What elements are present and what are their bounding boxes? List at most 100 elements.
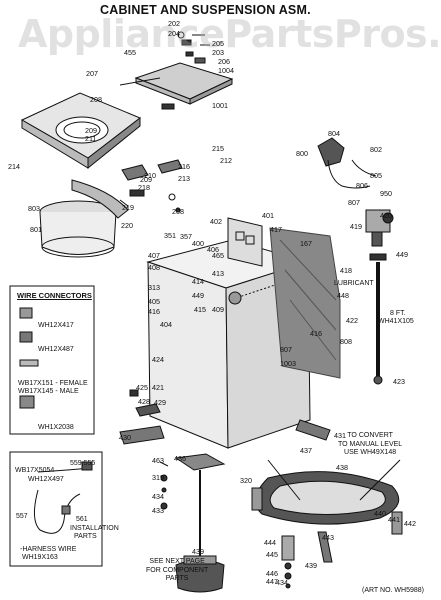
- callout-800: 800: [296, 149, 308, 158]
- callout-441: 441: [388, 515, 400, 524]
- lid-drawing: [119, 62, 234, 105]
- harness-wire-label: -HARNESS WIRE: [20, 546, 77, 553]
- callout-440: 440: [374, 509, 386, 518]
- callout-430: 430: [119, 433, 131, 442]
- bracket-parts: [119, 159, 183, 213]
- callout-423: 423: [393, 377, 405, 386]
- callout-448: 448: [337, 291, 349, 300]
- callout-206: 206: [218, 57, 230, 66]
- callout-216: 216: [178, 162, 190, 171]
- hinge-parts: [161, 31, 210, 110]
- callout-417: 417: [270, 225, 282, 234]
- callout-211: 211: [85, 134, 97, 143]
- callout-415: 415: [194, 305, 206, 314]
- callout-802: 802: [370, 145, 382, 154]
- callout-401: 401: [262, 211, 274, 220]
- hose-length-note: 8 FT.: [390, 310, 406, 317]
- harness-drawing: [34, 461, 93, 534]
- callout-414: 414: [192, 277, 204, 286]
- valve-assembly-drawing: [317, 137, 394, 247]
- drain-hose-drawing: [369, 253, 387, 385]
- see-next-page-note: SEE NEXT PAGE FOR COMPONENT PARTS: [146, 558, 208, 584]
- callout-420: 420: [380, 211, 392, 220]
- callout-421: 421: [152, 383, 164, 392]
- callout-213: 213: [178, 174, 190, 183]
- callout-1003: 1003: [280, 359, 296, 368]
- callout-313: 313: [148, 283, 160, 292]
- harness-part-5: 561: [76, 516, 88, 523]
- wire-connector-icons: [19, 307, 39, 409]
- callout-442: 442: [404, 519, 416, 528]
- callout-214: 214: [8, 162, 20, 171]
- callout-433: 433: [152, 506, 164, 515]
- callout-447: 447: [266, 577, 278, 586]
- callout-805: 805: [370, 171, 382, 180]
- callout-204: 204: [168, 29, 180, 38]
- callout-425: 425: [136, 383, 148, 392]
- callout-203: 203: [212, 48, 224, 57]
- callout-444: 444: [264, 538, 276, 547]
- callout-408: 408: [148, 263, 160, 272]
- callout-437: 437: [300, 446, 312, 455]
- callout-428: 428: [138, 397, 150, 406]
- lubricant-note: LUBRICANT: [334, 280, 374, 287]
- lower-parts-drawing: [159, 461, 333, 589]
- connector-part-3: WB17X151 - FEMALE: [18, 380, 88, 387]
- callout-209: 209: [85, 126, 97, 135]
- callout-439: 439: [305, 561, 317, 570]
- callout-407: 407: [148, 251, 160, 260]
- callout-463: 463: [152, 456, 164, 465]
- callout-419: 419: [350, 222, 362, 231]
- callout-808: 808: [340, 337, 352, 346]
- convert-line-2: TO MANUAL LEVEL: [338, 440, 403, 448]
- callout-351: 351: [164, 231, 176, 240]
- callout-424: 424: [152, 355, 164, 364]
- callout-807: 807: [280, 345, 292, 354]
- callout-319: 319: [152, 473, 164, 482]
- callout-409: 409: [212, 305, 224, 314]
- top-cover-drawing: [20, 92, 141, 170]
- callout-422: 422: [346, 316, 358, 325]
- callout-1004: 1004: [218, 66, 234, 75]
- callout-320: 320: [240, 476, 252, 485]
- callout-405: 405: [148, 297, 160, 306]
- callout-219: 219: [122, 203, 134, 212]
- connector-part-4: WB17X145 - MALE: [18, 388, 79, 395]
- art-number: (ART NO. WH5988): [362, 587, 424, 594]
- callout-208: 208: [172, 207, 184, 216]
- convert-line-1: TO CONVERT: [347, 432, 393, 439]
- callout-208: 208: [90, 95, 102, 104]
- harness-part-6: INSTALLATION: [70, 525, 119, 532]
- callout-449: 449: [396, 250, 408, 259]
- callout-416: 416: [148, 307, 160, 316]
- connector-part-5: WH1X2038: [38, 424, 74, 431]
- tub-ring-drawing: [39, 179, 129, 258]
- callout-443: 443: [322, 533, 334, 542]
- suspension-base-drawing: [251, 459, 403, 535]
- callout-207: 207: [86, 69, 98, 78]
- callout-429: 429: [154, 398, 166, 407]
- harness-part-1: WB17X5054: [15, 467, 55, 474]
- callout-806: 806: [356, 181, 368, 190]
- harness-part-4: 557: [16, 513, 28, 520]
- callout-438: 438: [336, 463, 348, 472]
- callout-1001: 1001: [212, 101, 228, 110]
- callout-431: 431: [334, 431, 346, 440]
- back-bracket-drawing: [227, 217, 263, 267]
- callout-402: 402: [210, 217, 222, 226]
- callout-212: 212: [220, 156, 232, 165]
- callout-434: 434: [276, 578, 288, 587]
- callout-455: 455: [124, 48, 136, 57]
- leveling-parts: [119, 389, 331, 445]
- callout-406: 406: [207, 245, 219, 254]
- callout-400: 400: [192, 239, 204, 248]
- hose-part-note: WH41X105: [378, 318, 414, 325]
- see-next-line-3: PARTS: [165, 575, 189, 582]
- connector-part-1: WH12X417: [38, 322, 74, 329]
- page-title: CABINET AND SUSPENSION ASM.: [100, 3, 311, 17]
- convert-note: TO CONVERT TO MANUAL LEVEL USE WH49X148: [338, 432, 402, 458]
- callout-950: 950: [380, 189, 392, 198]
- callout-807: 807: [348, 198, 360, 207]
